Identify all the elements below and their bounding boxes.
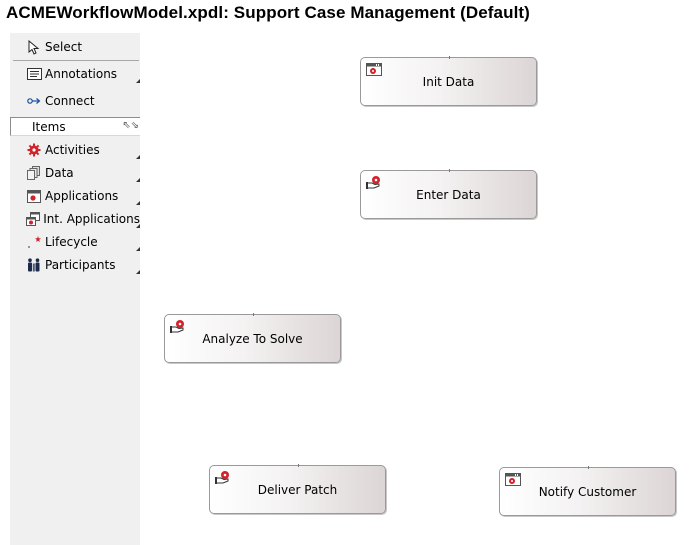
expand-arrow-icon[interactable] <box>136 155 140 159</box>
palette-tool-select[interactable]: Select <box>10 37 140 57</box>
palette-item-participants[interactable]: Participants <box>10 255 140 275</box>
palette-item-label: Int. Applications <box>43 212 140 226</box>
expand-arrow-icon[interactable] <box>136 224 140 228</box>
manual-activity-icon <box>215 469 231 484</box>
activity-node-notify-customer[interactable]: Notify Customer <box>499 466 676 516</box>
participants-people-icon <box>26 257 42 273</box>
diagram-canvas[interactable]: Init Data Enter Data A <box>140 33 698 545</box>
expand-arrow-icon[interactable] <box>136 178 140 182</box>
palette-item-label: Activities <box>45 143 100 157</box>
activity-label: Deliver Patch <box>257 483 338 497</box>
palette-tool-label: Connect <box>45 94 95 108</box>
connection-anchor <box>253 313 254 316</box>
connection-anchor <box>449 56 450 59</box>
palette-item-lifecycle[interactable]: Lifecycle <box>10 232 140 252</box>
manual-activity-icon <box>170 318 186 333</box>
manual-activity-icon <box>366 174 382 189</box>
palette-tool-annotations[interactable]: Annotations <box>10 64 140 84</box>
connection-anchor <box>298 464 299 467</box>
activity-node-deliver-patch[interactable]: Deliver Patch <box>209 464 386 514</box>
data-stack-icon <box>26 165 42 181</box>
palette-item-activities[interactable]: Activities <box>10 140 140 160</box>
palette-item-applications[interactable]: Applications <box>10 186 140 206</box>
application-activity-icon <box>505 471 521 486</box>
palette-separator <box>13 60 139 61</box>
lifecycle-icon <box>26 234 42 250</box>
palette-drawer-items[interactable]: Items ⇖⇘ <box>10 117 140 136</box>
palette-item-data[interactable]: Data <box>10 163 140 183</box>
connection-anchor <box>588 466 589 469</box>
activity-node-enter-data[interactable]: Enter Data <box>360 169 537 219</box>
expand-arrow-icon[interactable] <box>136 247 140 251</box>
cursor-arrow-icon <box>26 39 42 55</box>
activity-label: Notify Customer <box>538 485 637 499</box>
tool-palette: Select Annotations Connect Items ⇖⇘ <box>10 33 140 545</box>
palette-tool-label: Annotations <box>45 67 118 81</box>
palette-item-int-applications[interactable]: Int. Applications <box>10 209 140 229</box>
activity-node-init-data[interactable]: Init Data <box>360 56 537 106</box>
activity-label: Init Data <box>422 75 475 89</box>
palette-tool-connect[interactable]: Connect <box>10 91 140 111</box>
integrated-application-icon <box>26 211 41 227</box>
collapse-drawer-icon[interactable]: ⇖⇘ <box>122 120 139 131</box>
palette-item-label: Lifecycle <box>45 235 98 249</box>
activity-gear-icon <box>26 142 42 158</box>
palette-tool-label: Select <box>45 40 83 54</box>
activity-node-analyze-to-solve[interactable]: Analyze To Solve <box>164 313 341 363</box>
activity-label: Enter Data <box>416 188 481 202</box>
editor-title: ACMEWorkflowModel.xpdl: Support Case Man… <box>6 3 530 22</box>
palette-item-label: Participants <box>45 258 116 272</box>
palette-item-label: Data <box>45 166 74 180</box>
expand-arrow-icon[interactable] <box>136 79 140 83</box>
palette-item-label: Applications <box>45 189 119 203</box>
expand-arrow-icon[interactable] <box>136 201 140 205</box>
application-window-icon <box>26 188 42 204</box>
application-activity-icon <box>366 61 382 76</box>
activity-label: Analyze To Solve <box>202 332 303 346</box>
annotation-note-icon <box>26 66 42 82</box>
connection-anchor <box>449 169 450 172</box>
drawer-title: Items <box>32 120 66 134</box>
connect-arrow-icon <box>26 93 42 109</box>
expand-arrow-icon[interactable] <box>136 270 140 274</box>
